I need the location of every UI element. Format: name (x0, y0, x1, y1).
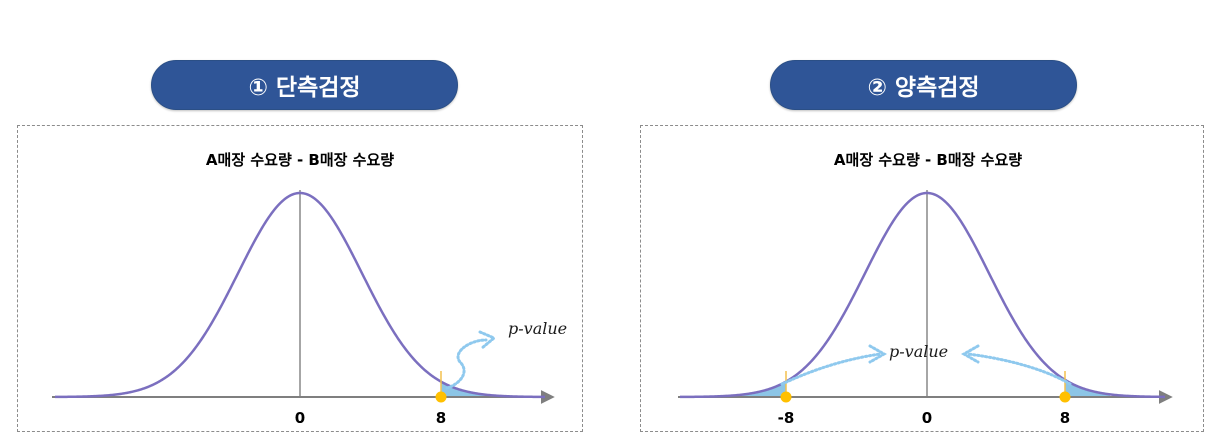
two-tailed-header-text: ② 양측검정 (867, 75, 980, 101)
one-tailed-panel (17, 125, 583, 432)
one-tailed-pvalue-arrowhead (478, 330, 497, 350)
two-tailed-left-tail-area (740, 381, 786, 397)
two-tailed-tick-0: 0 (922, 409, 932, 427)
one-tailed-header: ① 단측검정 (151, 60, 458, 110)
two-tailed-left-pvalue-arrow (780, 352, 882, 386)
two-tailed-tick-neg8: -8 (778, 409, 795, 427)
one-tailed-critical-marker (435, 391, 447, 403)
one-tailed-normal-curve (54, 191, 546, 399)
one-tailed-pvalue-label: p-value (508, 319, 567, 338)
two-tailed-tick-8: 8 (1060, 409, 1070, 427)
one-tailed-right-tail-area (441, 381, 520, 397)
two-tailed-normal-curve (679, 191, 1166, 399)
one-tailed-tick-0: 0 (295, 409, 305, 427)
two-tailed-distribution-label: A매장 수요량 - B매장 수요량 (834, 151, 1022, 169)
two-tailed-left-pvalue-arrowhead (868, 344, 888, 364)
two-tailed-header: ② 양측검정 (770, 60, 1077, 110)
two-tailed-pvalue-label: p-value (889, 342, 948, 361)
two-tailed-right-pvalue-arrowhead (960, 344, 980, 364)
one-tailed-tick-8: 8 (436, 409, 446, 427)
one-tailed-header-text: ① 단측검정 (248, 75, 361, 101)
one-tailed-distribution-label: A매장 수요량 - B매장 수요량 (206, 151, 394, 169)
one-tailed-pvalue-arrow (445, 338, 488, 390)
two-tailed-right-critical-marker (1059, 391, 1071, 403)
two-tailed-left-critical-marker (780, 391, 792, 403)
two-tailed-panel (640, 125, 1204, 432)
two-tailed-right-pvalue-arrow (966, 352, 1072, 386)
